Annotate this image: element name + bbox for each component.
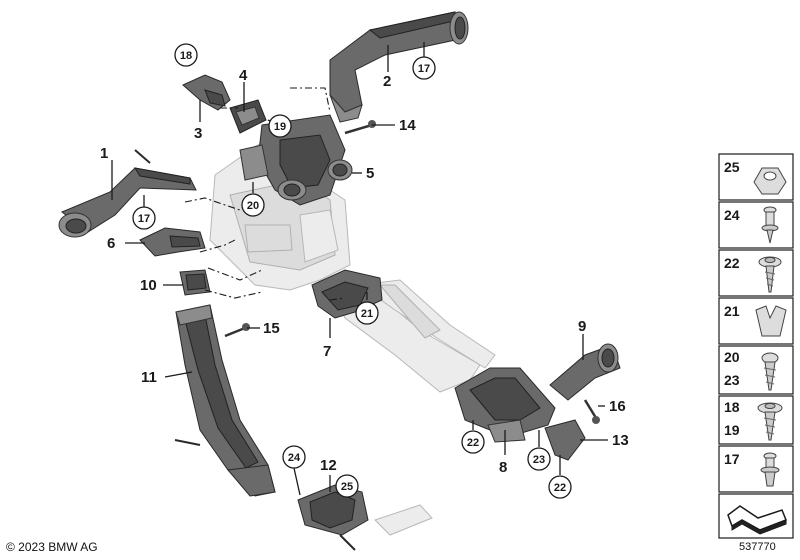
svg-text:22: 22 <box>554 482 566 494</box>
seal-strip-icon <box>727 505 787 535</box>
circled-callout-17-left: 17 <box>132 206 156 230</box>
callout-16: 16 <box>609 398 626 415</box>
svg-text:25: 25 <box>341 481 353 493</box>
screw-icon <box>761 206 779 244</box>
circled-callout-17-upper: 17 <box>412 56 436 80</box>
copyright-text: © 2023 BMW AG <box>6 540 98 554</box>
svg-text:21: 21 <box>361 308 373 320</box>
callout-9: 9 <box>578 318 586 335</box>
part-3-small-duct <box>182 74 231 111</box>
callout-14: 14 <box>399 117 416 134</box>
svg-text:20: 20 <box>724 349 740 365</box>
circled-callout-18: 18 <box>174 43 198 67</box>
circled-callout-21: 21 <box>355 301 379 325</box>
svg-text:17: 17 <box>418 63 430 75</box>
callout-labels: 1 2 3 4 5 6 7 8 9 10 11 12 13 14 15 16 <box>100 67 629 476</box>
circled-callout-22-left: 22 <box>461 430 485 454</box>
circled-callout-25: 25 <box>335 474 359 498</box>
screw-14 <box>344 120 376 135</box>
svg-text:19: 19 <box>274 121 286 133</box>
callout-7: 7 <box>323 343 331 360</box>
panel-row-22: 22 <box>718 249 794 297</box>
svg-text:22: 22 <box>724 255 740 271</box>
part-4-actuator <box>229 99 267 134</box>
callout-2: 2 <box>383 73 391 90</box>
svg-text:19: 19 <box>724 422 740 438</box>
panel-row-24: 24 <box>718 201 794 249</box>
nut-icon <box>753 167 787 195</box>
svg-text:22: 22 <box>467 437 479 449</box>
circled-callout-19: 19 <box>268 114 292 138</box>
panel-row-21: 21 <box>718 297 794 345</box>
svg-text:18: 18 <box>724 399 740 415</box>
screw-15 <box>224 323 250 338</box>
circled-callout-24: 24 <box>282 445 306 469</box>
part-13-bracket <box>544 419 586 461</box>
callout-11: 11 <box>141 369 157 386</box>
svg-text:20: 20 <box>247 200 259 212</box>
part-6-duct <box>139 227 206 257</box>
callout-6: 6 <box>107 235 115 252</box>
callout-15: 15 <box>263 320 280 337</box>
circled-callout-22-right: 22 <box>548 475 572 499</box>
flange-screw-icon <box>758 256 782 293</box>
circled-callout-23: 23 <box>527 447 551 471</box>
part-11-rear-duct <box>174 304 276 497</box>
callout-12: 12 <box>320 457 337 474</box>
svg-text:18: 18 <box>180 50 192 62</box>
svg-text:24: 24 <box>288 452 301 464</box>
callout-1: 1 <box>100 145 108 162</box>
svg-text:21: 21 <box>724 303 740 319</box>
expansion-rivet-icon <box>760 452 780 487</box>
part-2-upper-duct <box>329 11 469 123</box>
callout-3: 3 <box>194 125 202 142</box>
panel-row-20-23: 20 23 <box>718 345 794 395</box>
part-9-outlet <box>549 343 621 401</box>
svg-text:24: 24 <box>724 207 740 223</box>
screw-icon-20-23 <box>761 352 779 391</box>
circled-callouts: 18 19 17 17 20 21 22 23 <box>132 43 572 499</box>
svg-text:17: 17 <box>138 213 150 225</box>
callout-5: 5 <box>366 165 374 182</box>
circled-callout-20: 20 <box>241 193 265 217</box>
washer-screw-icon <box>757 402 783 441</box>
svg-text:23: 23 <box>533 454 545 466</box>
part-12-bracket <box>297 484 433 551</box>
part-10-clip <box>179 269 211 296</box>
diagram-number: 537770 <box>739 541 776 553</box>
part-1-left-duct <box>58 149 197 238</box>
callout-10: 10 <box>140 277 157 294</box>
assembly-lines <box>184 87 346 301</box>
callout-13: 13 <box>612 432 629 449</box>
svg-text:23: 23 <box>724 372 740 388</box>
panel-row-17: 17 <box>718 445 794 493</box>
callout-4: 4 <box>239 67 248 84</box>
panel-row-25: 25 <box>718 153 794 201</box>
clip-icon <box>755 305 787 337</box>
panel-row-18-19: 18 19 <box>718 395 794 445</box>
screw-16 <box>583 399 600 424</box>
parts-panel: 25 24 22 <box>718 153 794 539</box>
panel-row-symbol <box>718 493 794 539</box>
callout-8: 8 <box>499 459 507 476</box>
svg-text:25: 25 <box>724 159 740 175</box>
svg-text:17: 17 <box>724 451 740 467</box>
